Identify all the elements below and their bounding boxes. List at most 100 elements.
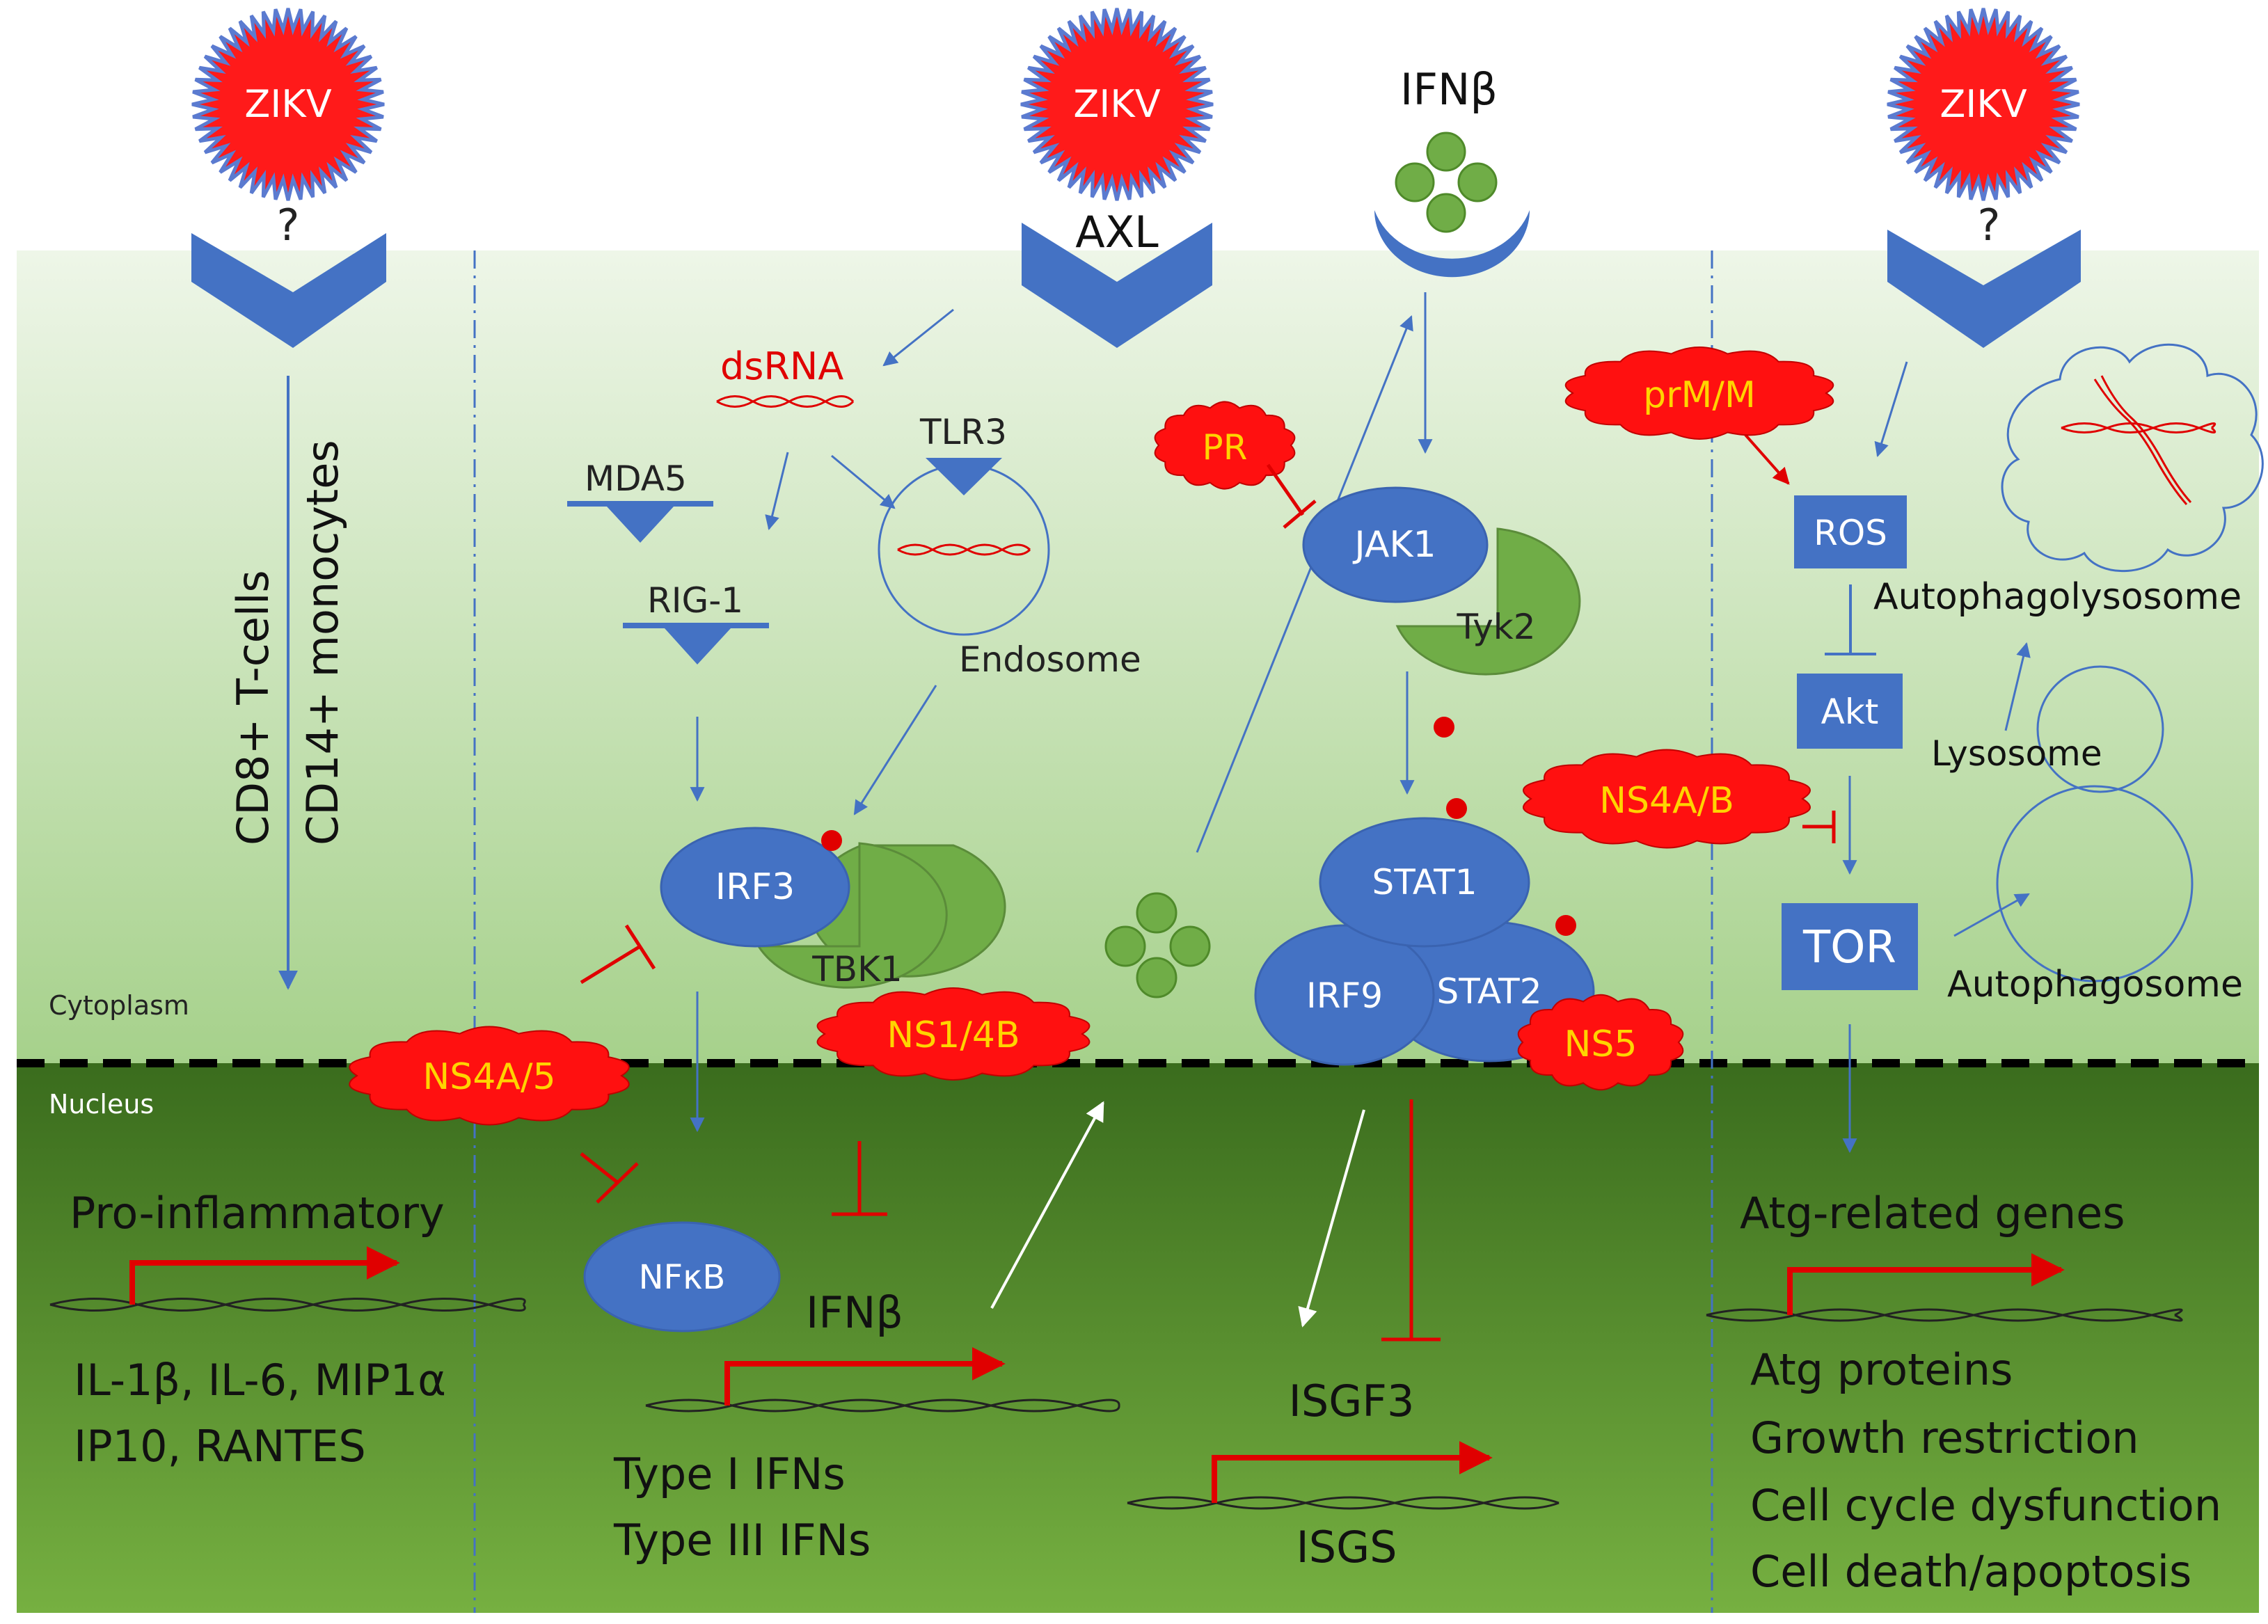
ifnb-ligand-label: IFNβ: [1400, 64, 1498, 115]
autophagosome: [1996, 785, 2194, 982]
promoter-arrow-1: [129, 1246, 400, 1305]
autophagolysosome-label: Autophagolysosome: [1873, 576, 2242, 618]
nfkb-protein: [583, 1221, 781, 1332]
zikv-virus-right: ZIKV: [1887, 8, 2080, 201]
endosome-label: Endosome: [959, 639, 1141, 680]
ns5-label: NS5: [1564, 1024, 1637, 1065]
viral-protein-cloud: [1523, 749, 1811, 849]
atg-output-1: Atg proteins: [1750, 1344, 2013, 1395]
arrow-tor-autophagosome: [1953, 893, 2030, 937]
atg-output-3: Cell cycle dysfunction: [1750, 1480, 2221, 1531]
panel-2: dsRNA MDA5 RIG-1 TLR3 Endosome TBK1 IRF3: [567, 308, 1413, 1566]
ros-label: ROS: [1814, 513, 1887, 553]
irf3-protein: [660, 827, 850, 948]
viral-prmm: prM/M: [1564, 347, 1834, 440]
phosphate-2: [1446, 798, 1467, 819]
inhibit-ros-akt: [1825, 584, 1876, 655]
zikv-starburst-middle: [1020, 8, 1214, 201]
nfkb-label: NFκB: [639, 1258, 726, 1297]
arrow-isgf3-nucleus: [1298, 1109, 1365, 1328]
receptor-axl-label: AXL: [1075, 207, 1159, 257]
arrow-axl-dsrna: [882, 308, 954, 367]
tlr3-label: TLR3: [919, 412, 1007, 452]
lysosome-label: Lysosome: [1931, 733, 2102, 774]
inhibit-pr-jak1: [1266, 463, 1317, 529]
ifn-cluster-cytoplasm: [1104, 892, 1211, 998]
rig1-receptor: [665, 628, 731, 664]
isgs-label: ISGS: [1296, 1522, 1397, 1573]
zikv-virus-left: ZIKV: [191, 8, 385, 201]
pro-inflammatory-heading: Pro-inflammatory: [70, 1188, 445, 1239]
cells-label-cd14: CD14+ monocytes: [297, 440, 348, 845]
lysosome: [2036, 665, 2164, 793]
autophagolysosome-rna: [2061, 375, 2216, 505]
zikv-label-left: ZIKV: [244, 82, 331, 126]
receptor-right: [1887, 230, 2081, 348]
inhibit-ns4ab-tor: [1802, 811, 1836, 843]
tbk1-shape: [756, 842, 948, 989]
arrow-dsrna-endosome: [831, 454, 896, 509]
inhibit-ifnb-gene: [832, 1141, 887, 1216]
ns4a5-label: NS4A/5: [422, 1056, 555, 1098]
akt-label: Akt: [1821, 692, 1879, 732]
promoter-arrow-4: [1787, 1253, 2065, 1315]
type1-ifns: Type I IFNs: [613, 1449, 846, 1499]
ifnb-gene-label: IFNβ: [806, 1287, 903, 1338]
cytokine-list-2: IP10, RANTES: [74, 1421, 366, 1472]
irf3-phosphate: [821, 830, 842, 851]
promoter-arrow-2: [724, 1347, 1006, 1406]
viral-ns5: NS5: [1517, 994, 1684, 1091]
endosome-dsrna: [897, 543, 1031, 556]
receptor-right-question: ?: [1978, 200, 2001, 250]
dna-strand-1: [49, 1298, 526, 1312]
arrow-dsrna-rig1: [765, 452, 789, 531]
ns4ab-label: NS4A/B: [1599, 780, 1734, 822]
autophagosome-label: Autophagosome: [1947, 964, 2243, 1005]
phosphate-1: [1434, 717, 1454, 738]
tor-label: TOR: [1802, 922, 1896, 973]
ros-box: [1794, 495, 1907, 568]
atg-output-4: Cell death/apoptosis: [1750, 1546, 2191, 1597]
phosphate-3: [1555, 915, 1576, 936]
ifn-receptor: [1374, 210, 1530, 278]
promoter-arrow-3: [1212, 1441, 1493, 1503]
tor-box: [1782, 903, 1918, 990]
dna-strand-4: [1706, 1308, 2183, 1322]
arrow-ifnb-export: [990, 1101, 1104, 1309]
mda5-label: MDA5: [585, 459, 687, 499]
atg-genes-heading: Atg-related genes: [1740, 1188, 2125, 1239]
stat1-protein: [1319, 817, 1530, 948]
viral-ns4a5: NS4A/5: [349, 1026, 630, 1126]
mda5-receptor: [607, 507, 674, 543]
viral-ns4ab: NS4A/B: [1523, 749, 1811, 849]
rig1-label: RIG-1: [647, 580, 743, 621]
zikv-virus-middle: ZIKV: [1020, 8, 1214, 201]
tyk2-protein: [1395, 527, 1581, 676]
panel-3: IFNβ Tyk2 JAK1 STAT2 IRF9 STAT1 ISGF3: [1127, 64, 1595, 1573]
arrow-receptor-ros: [1874, 361, 1908, 458]
irf9-protein: [1254, 924, 1435, 1066]
endosome: [878, 463, 1050, 636]
stat1-label: STAT1: [1372, 862, 1477, 902]
pr-label: PR: [1203, 427, 1248, 468]
dna-strand-2: [645, 1399, 1120, 1412]
viral-pr: PR: [1154, 401, 1296, 490]
nucleus-label: Nucleus: [49, 1089, 154, 1120]
viral-protein-cloud: [1154, 401, 1296, 490]
zikv-starburst-right: [1887, 8, 2080, 201]
autophagolysosome: [2001, 343, 2264, 573]
jak1-protein: [1302, 486, 1489, 603]
cytokine-list-1: IL-1β, IL-6, MIP1α: [74, 1355, 446, 1406]
inhibit-ns5-isgf3: [1381, 1099, 1441, 1342]
ifnb-ligand-cluster: [1395, 132, 1498, 233]
atg-output-2: Growth restriction: [1750, 1412, 2139, 1463]
isgf3-label: ISGF3: [1289, 1376, 1415, 1426]
dsrna-label: dsRNA: [720, 344, 843, 388]
stat2-label: STAT2: [1436, 971, 1541, 1012]
viral-protein-cloud: [349, 1026, 630, 1126]
arrow-endosome-irf3: [853, 685, 937, 815]
inhibit-ns4a5-nfkb: [580, 1152, 639, 1204]
arrow-lysosome-autophagolysosome: [2004, 642, 2031, 731]
zikv-starburst-left: [191, 8, 385, 201]
arrow-ifn-receptor: [1196, 315, 1413, 853]
